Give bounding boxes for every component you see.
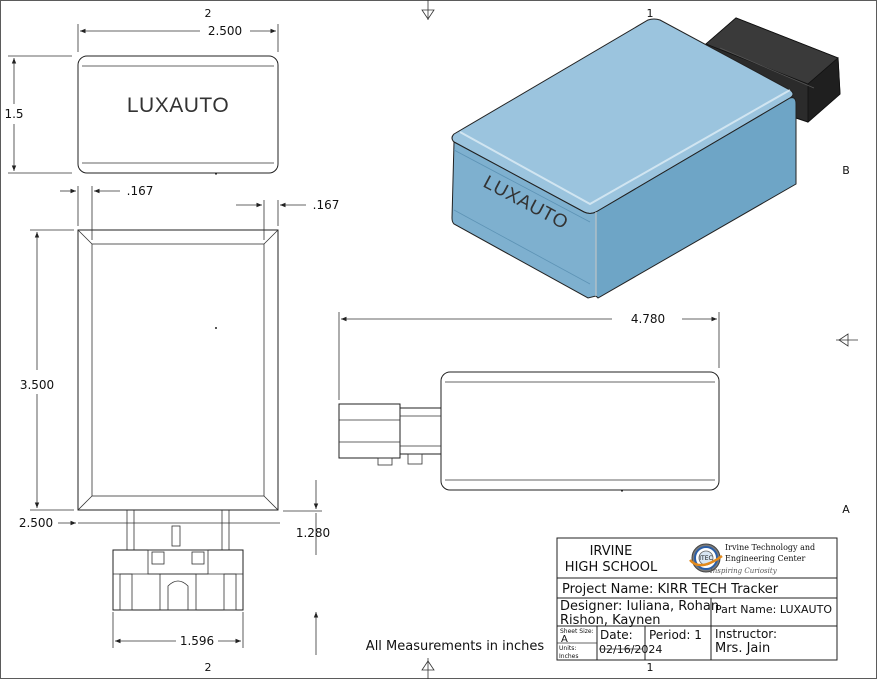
- zone-label-b: B: [842, 164, 850, 177]
- iso-side-face: [595, 97, 797, 299]
- front-view-width-dim: 2.500: [19, 516, 53, 530]
- school-line2: HIGH SCHOOL: [565, 560, 658, 575]
- top-view: LUXAUTO 2.500 1.5: [4, 24, 279, 175]
- connector-height-dim: 1.280: [296, 526, 330, 540]
- sheet-size-value: A: [561, 634, 568, 645]
- project-name: Project Name: KIRR TECH Tracker: [562, 582, 779, 597]
- period: Period: 1: [649, 628, 702, 642]
- sheet-size-label: Sheet Size:: [560, 628, 594, 635]
- top-view-height-dim: 1.5: [4, 107, 23, 121]
- isometric-view: LUXAUTO: [451, 17, 841, 299]
- units-label: Units:: [559, 645, 576, 652]
- gear-icon: ITEC: [689, 543, 723, 573]
- centering-mark-right: [836, 333, 858, 347]
- zone-label-top-left: 2: [205, 7, 212, 20]
- measurement-note: All Measurements in inches: [366, 639, 545, 654]
- units-value: Inches: [559, 653, 579, 660]
- side-view-length-dim: 4.780: [631, 312, 665, 326]
- designer-line1: Designer: Iuliana, Rohan: [560, 599, 719, 614]
- front-view-outline: [77, 229, 279, 511]
- front-view-left-offset-dim: .167: [127, 184, 154, 198]
- front-view-height-dim: 3.500: [20, 378, 54, 392]
- instructor-label: Instructor:: [715, 627, 777, 641]
- org-logo-text: ITEC: [699, 555, 712, 562]
- connector-width-dim: 1.596: [180, 634, 214, 648]
- side-view-outline: [440, 371, 720, 491]
- org-line1: Irvine Technology and: [725, 543, 815, 552]
- top-view-width-dim: 2.500: [208, 24, 242, 38]
- iso-front-face: [451, 141, 597, 299]
- connector-front-view: [112, 549, 244, 611]
- connector-side-view: [338, 403, 442, 466]
- top-view-outline: [77, 55, 279, 174]
- zone-label-bottom-left: 2: [205, 661, 212, 674]
- date-label: Date:: [600, 628, 633, 642]
- centering-mark-bottom: [421, 658, 435, 679]
- front-view: .167 .167 3.500 2.500: [19, 184, 340, 655]
- designer-line2: Rishon, Kaynen: [560, 613, 661, 628]
- school-line1: IRVINE: [590, 544, 633, 559]
- zone-label-a: A: [842, 503, 850, 516]
- connector-iso: [705, 17, 841, 123]
- front-view-right-offset-dim: .167: [313, 198, 340, 212]
- zone-label-top-right: 1: [647, 7, 654, 20]
- centering-mark-top: [421, 0, 435, 20]
- title-block: IRVINE HIGH SCHOOL ITEC Irvine Technolog…: [556, 537, 838, 661]
- zone-label-bottom-right: 1: [647, 661, 654, 674]
- instructor-value: Mrs. Jain: [715, 641, 770, 656]
- part-name: Part Name: LUXAUTO: [715, 603, 832, 616]
- org-line2: Engineering Center: [725, 554, 805, 563]
- date-value: 02/16/2024: [599, 643, 662, 656]
- top-view-logo: LUXAUTO: [127, 94, 229, 117]
- side-view: 4.780: [338, 312, 720, 492]
- org-tagline: Inspiring Curiosity: [709, 567, 778, 575]
